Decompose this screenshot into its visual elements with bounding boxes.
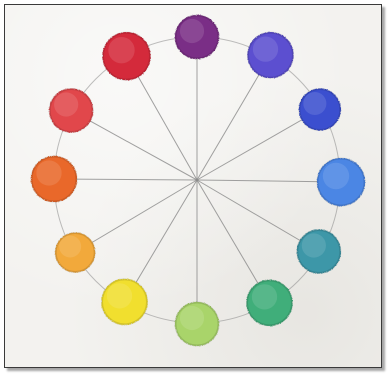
yellow-green-swatch (175, 302, 219, 346)
yellow-orange-swatch (55, 233, 95, 273)
spoke-line (75, 180, 197, 253)
yellow-swatch (102, 279, 148, 325)
blue-violet-swatch (248, 32, 294, 78)
teal-swatch (297, 230, 341, 274)
red-swatch (103, 32, 151, 80)
orange-swatch (31, 156, 77, 202)
color-wheel (5, 5, 382, 368)
light-blue-swatch (317, 158, 365, 206)
green-swatch (247, 280, 293, 326)
red-orange-swatch (49, 89, 93, 133)
blue-swatch (299, 89, 341, 131)
drawing-frame (4, 4, 382, 368)
purple-swatch (175, 15, 219, 59)
